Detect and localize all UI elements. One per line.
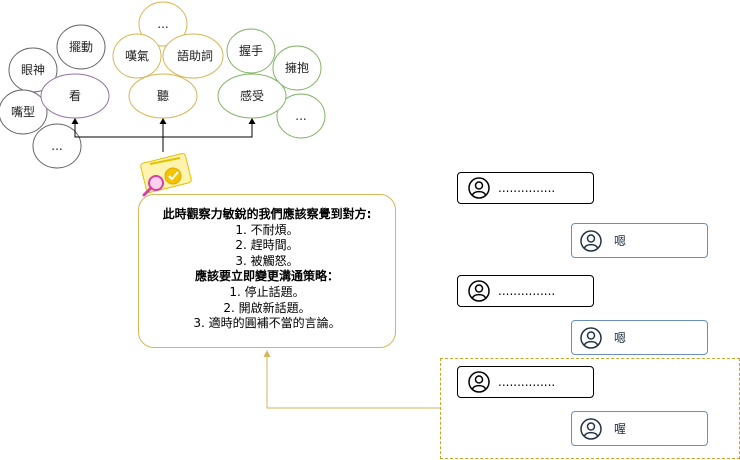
label-eyes: 眼神 (21, 63, 45, 77)
node-look-more (32, 123, 82, 169)
callout-heading-strategy: 應該要立即變更溝通策略： (194, 269, 339, 284)
user-avatar-icon (468, 371, 490, 393)
reply-bubble: 嗯 (571, 223, 708, 258)
callout-item: 1. 不耐煩。 (235, 222, 299, 237)
user-avatar-icon (580, 326, 602, 349)
speaker-text: ............... (498, 181, 556, 195)
look-cluster: 眼神 擺動 嘴型 ... 看 (0, 24, 110, 169)
label-feel: 感受 (240, 88, 264, 103)
arrowhead-feel (248, 118, 256, 124)
listen-cluster: ... 嘆氣 語助詞 聽 (112, 1, 224, 119)
arrow-to-feel (163, 122, 253, 138)
reply-bubble: 喔 (571, 411, 708, 446)
node-mouth (0, 89, 48, 135)
speaker-text: ............... (498, 375, 556, 389)
label-sway: 擺動 (69, 40, 93, 54)
callout-item: 2. 開啟新話題。 (223, 300, 311, 315)
label-look: 看 (69, 89, 81, 103)
label-listen: 聽 (157, 89, 169, 103)
label-handshake: 握手 (239, 43, 263, 58)
speaker-bubble: ............... (457, 172, 594, 204)
callout-item: 1. 停止話題。 (229, 284, 305, 299)
label-hug: 擁抱 (285, 60, 309, 75)
label-sigh: 嘆氣 (125, 49, 149, 63)
user-avatar-icon (580, 229, 602, 252)
arrowhead-listen (159, 118, 167, 124)
node-hug (272, 45, 322, 91)
strategy-callout: 此時觀察力敏銳的我們應該察覺到對方: 1. 不耐煩。 2. 趕時間。 3. 被觸… (138, 194, 396, 348)
highlight-connector (263, 350, 440, 409)
label-feel-more: ... (295, 109, 306, 123)
magnifier-badge-icon (140, 153, 192, 197)
feel-cluster: 握手 擁抱 ... 感受 (217, 28, 326, 139)
callout-item: 3. 適時的圓補不當的言論。 (193, 316, 341, 331)
connector-arrows (74, 122, 253, 152)
reply-text: 嗯 (614, 234, 627, 248)
node-handshake (226, 28, 276, 74)
node-listen-more (138, 1, 188, 47)
speaker-bubble: ............... (457, 275, 594, 307)
arrow-to-look (74, 122, 164, 152)
node-feel-more (276, 93, 326, 139)
reply-bubble: 嗯 (571, 320, 708, 355)
node-sway (56, 24, 106, 70)
callout-item: 2. 趕時間。 (235, 238, 299, 253)
arrow-heads (71, 118, 256, 124)
callout-heading-observe: 此時觀察力敏銳的我們應該察覺到對方: (162, 207, 372, 221)
label-look-more: ... (51, 139, 62, 153)
speaker-bubble: ............... (457, 366, 594, 398)
node-particle (162, 33, 224, 79)
label-listen-more: ... (157, 17, 168, 31)
reply-text: 喔 (614, 422, 627, 436)
speaker-text: ............... (498, 284, 556, 298)
user-avatar-icon (580, 417, 602, 440)
label-mouth: 嘴型 (11, 105, 35, 119)
callout-item: 3. 被觸怒。 (235, 253, 299, 268)
node-sigh (112, 33, 162, 79)
arrowhead-look (71, 118, 79, 124)
label-particle: 語助詞 (177, 48, 213, 63)
user-avatar-icon (468, 177, 490, 199)
user-avatar-icon (468, 280, 490, 302)
reply-text: 嗯 (614, 331, 627, 345)
